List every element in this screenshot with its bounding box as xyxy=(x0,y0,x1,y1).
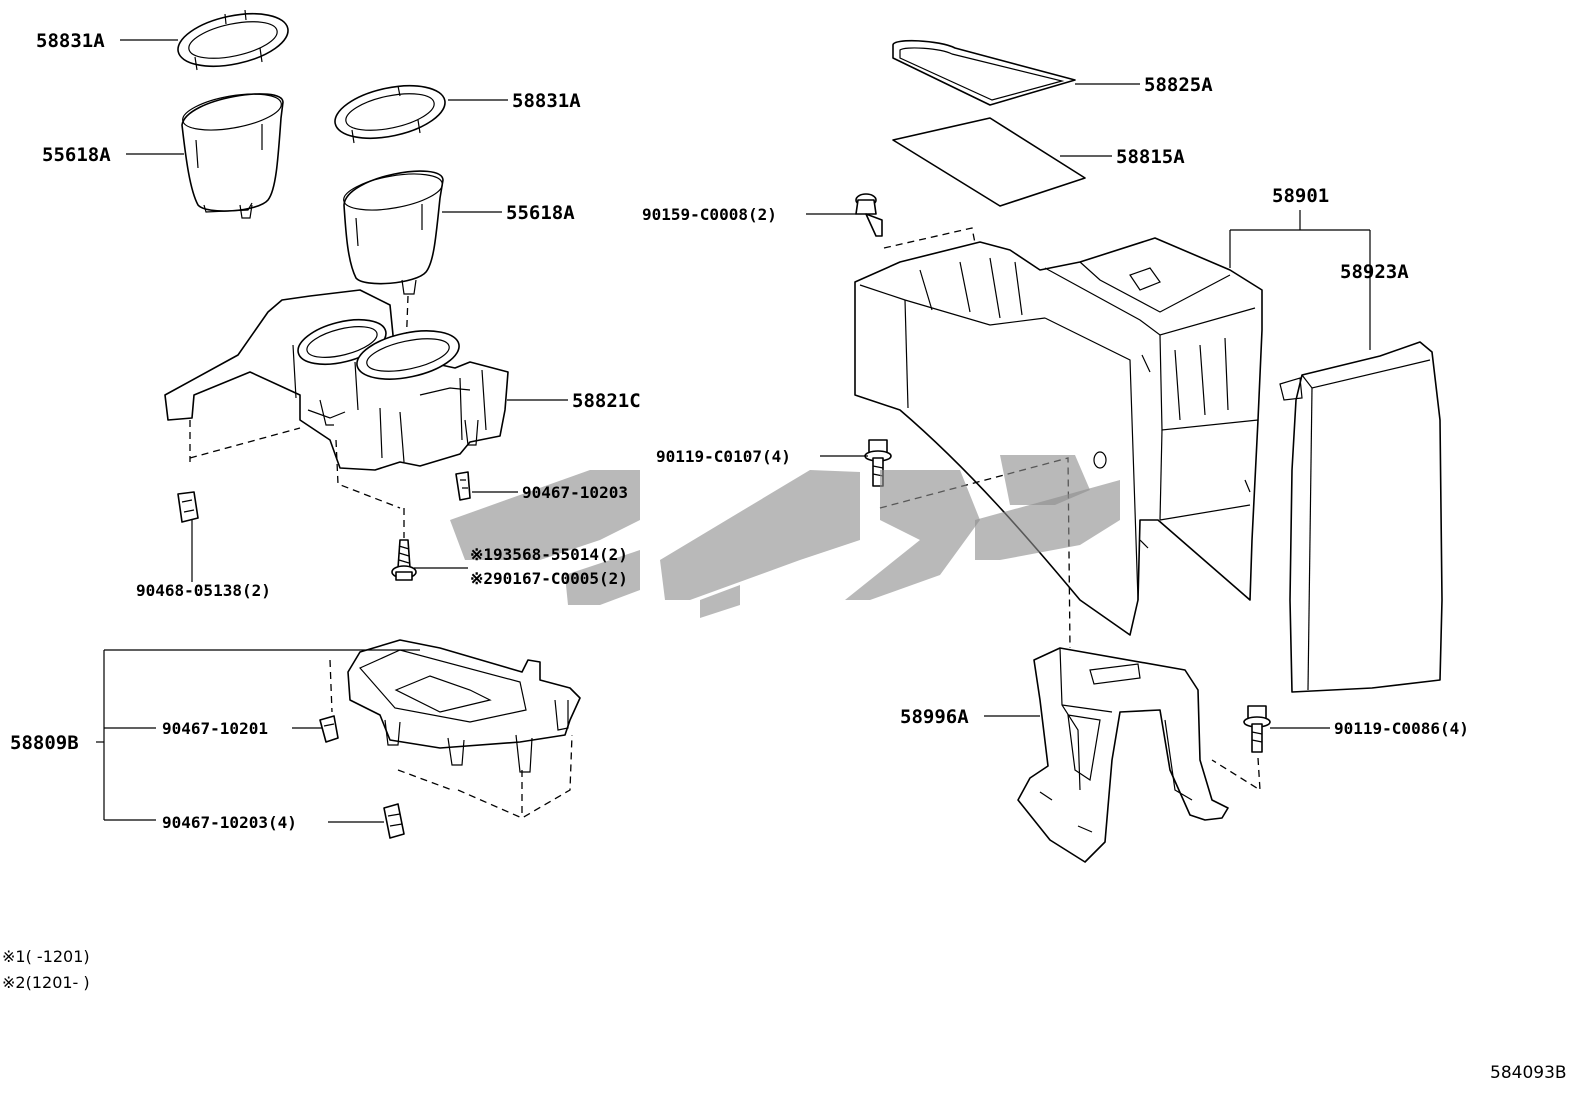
label-58831a-right: 58831A xyxy=(512,90,581,112)
label-58825a: 58825A xyxy=(1144,74,1213,96)
label-58923a: 58923A xyxy=(1340,261,1409,283)
label-90159-c0008: 90159-C0008(2) xyxy=(642,205,777,224)
cup-insert-left xyxy=(181,93,284,219)
cup-ring-left xyxy=(177,9,289,71)
watermark-logo xyxy=(450,455,1120,618)
console-bracket xyxy=(1017,647,1229,863)
console-side-panel xyxy=(1279,341,1443,693)
label-90119-c0107: 90119-C0107(4) xyxy=(656,447,791,466)
label-90467-10203-4: 90467-10203(4) xyxy=(162,813,297,832)
clip-90467-10201 xyxy=(319,715,339,743)
label-90119-c0086: 90119-C0086(4) xyxy=(1334,719,1469,738)
screw-193568 xyxy=(391,539,417,581)
bolt-90159 xyxy=(855,193,883,237)
note-2: ※2(1201- ) xyxy=(2,973,90,992)
note-1: ※1( -1201) xyxy=(2,947,90,966)
clip-90467-10203-4 xyxy=(383,803,405,839)
clip-90468-05138 xyxy=(177,491,199,523)
leader-lines xyxy=(96,39,1371,823)
label-90467-10201: 90467-10201 xyxy=(162,719,268,738)
cup-holder-body xyxy=(164,289,509,471)
label-55618a-right: 55618A xyxy=(506,202,575,224)
label-58901: 58901 xyxy=(1272,185,1329,207)
label-193568-55014: ※193568-55014(2) xyxy=(470,545,628,564)
cup-insert-right xyxy=(343,170,444,295)
label-58996a: 58996A xyxy=(900,706,969,728)
console-mat-top xyxy=(892,39,1076,106)
console-body xyxy=(854,237,1263,636)
figure-code: 584093B xyxy=(1490,1063,1567,1083)
bolt-90119-c0107 xyxy=(864,439,892,487)
console-mat-lower xyxy=(892,117,1086,207)
label-58809b: 58809B xyxy=(10,732,79,754)
cup-ring-right xyxy=(334,84,446,144)
bolt-90119-c0086 xyxy=(1243,705,1271,753)
label-58821c: 58821C xyxy=(572,390,641,412)
label-290167-c0005: ※290167-C0005(2) xyxy=(470,569,628,588)
label-58815a: 58815A xyxy=(1116,146,1185,168)
label-58831a-left: 58831A xyxy=(36,30,105,52)
clip-90467-10203 xyxy=(455,471,471,501)
label-90467-10203: 90467-10203 xyxy=(522,483,628,502)
label-90468-05138: 90468-05138(2) xyxy=(136,581,271,600)
lower-tray xyxy=(347,639,581,773)
label-55618a-left: 55618A xyxy=(42,144,111,166)
